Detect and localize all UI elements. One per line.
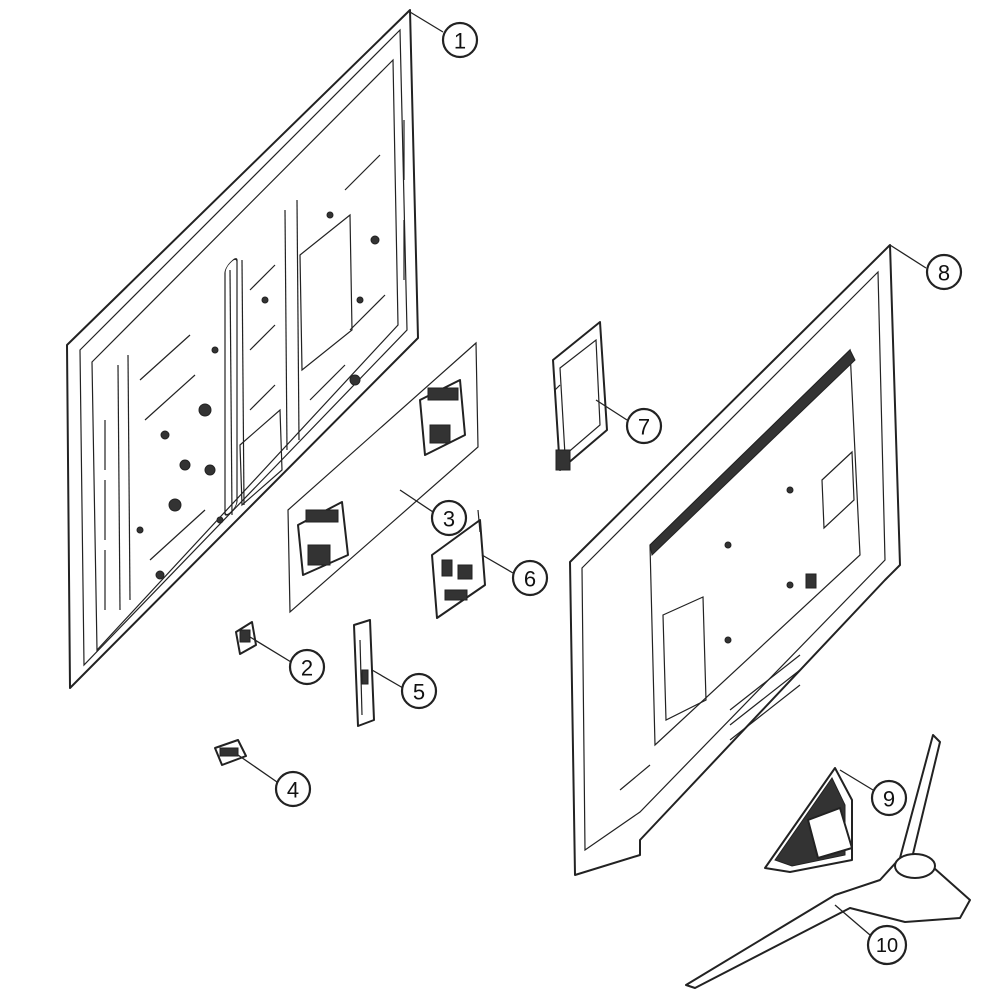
callout-7: 7 [625, 407, 663, 445]
callout-6: 6 [511, 559, 549, 597]
part-2-clip [235, 621, 257, 655]
part-6-main-board [431, 509, 486, 619]
part-4-connector [214, 739, 247, 766]
callout-8-label: 8 [938, 261, 950, 286]
part-3-module-upper [419, 379, 466, 456]
callout-2-label: 2 [301, 656, 313, 681]
callout-2: 2 [288, 648, 326, 686]
callout-5-label: 5 [413, 680, 425, 705]
part-9-stand-bracket [764, 767, 853, 873]
leader-lines [237, 11, 927, 936]
part-3-board-assembly [287, 341, 479, 614]
callout-7-label: 7 [638, 415, 650, 440]
part-10-stand-base [685, 734, 971, 989]
callout-9-label: 9 [883, 787, 895, 812]
callout-9: 9 [870, 779, 908, 817]
part-5-bracket [353, 619, 375, 727]
part-7-power-board [552, 321, 608, 471]
callout-6-label: 6 [524, 567, 536, 592]
callout-3-label: 3 [443, 507, 455, 532]
callout-1-label: 1 [454, 29, 466, 54]
callout-4: 4 [274, 770, 312, 808]
callout-3: 3 [430, 499, 468, 537]
part-3-module-lower [297, 501, 349, 576]
callout-1: 1 [441, 21, 479, 59]
callout-4-label: 4 [287, 778, 299, 803]
callout-10-label: 10 [876, 935, 898, 957]
callout-5: 5 [400, 672, 438, 710]
part-1-display-panel [66, 9, 419, 689]
callout-8: 8 [925, 253, 963, 291]
callout-10: 10 [866, 924, 908, 966]
part-8-rear-cover [569, 244, 901, 876]
